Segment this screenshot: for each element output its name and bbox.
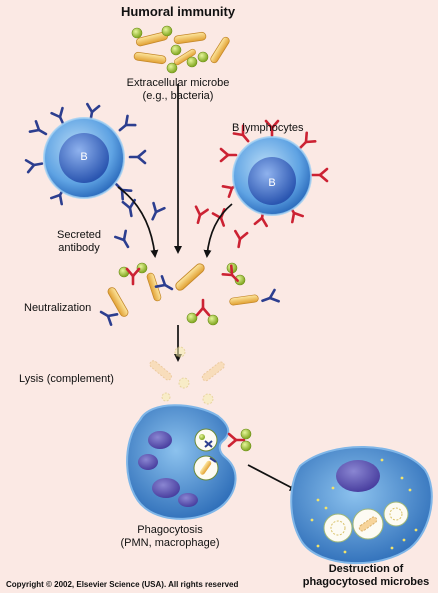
microbe-label-line2: (e.g., bacteria) bbox=[142, 90, 214, 102]
b-cell-letter-left: B bbox=[80, 151, 88, 163]
destruction-label: Destruction of phagocytosed microbes bbox=[296, 563, 436, 589]
b-lymphocyte-right bbox=[219, 119, 329, 228]
secreted-label-line1: Secreted bbox=[56, 229, 102, 241]
diagram-title: Humoral immunity bbox=[120, 4, 236, 19]
microbe-label-line1: Extracellular microbe bbox=[126, 77, 230, 89]
b-cell-letter-right: B bbox=[268, 177, 276, 189]
pathway-arrows bbox=[117, 84, 298, 491]
extracellular-microbes bbox=[131, 25, 232, 74]
neutralization-cluster bbox=[96, 261, 280, 326]
lysis-label: Lysis (complement) bbox=[19, 373, 114, 385]
phagocytosis-label: Phagocytosis (PMN, macrophage) bbox=[110, 524, 230, 550]
destruction-label-line2: phagocytosed microbes bbox=[302, 576, 430, 588]
neutralization-label: Neutralization bbox=[24, 302, 92, 314]
b-lymphocytes-label: B lymphocytes bbox=[232, 122, 304, 134]
secreted-label-line2: antibody bbox=[58, 242, 100, 254]
phagocyte bbox=[126, 404, 252, 520]
destroying-phagocyte bbox=[290, 446, 433, 564]
copyright-notice: Copyright © 2002, Elsevier Science (USA)… bbox=[6, 580, 239, 589]
phago-label-line2: (PMN, macrophage) bbox=[120, 537, 220, 549]
microbe-label: Extracellular microbe (e.g., bacteria) bbox=[100, 77, 256, 103]
b-lymphocyte-left bbox=[24, 102, 147, 206]
lysis-debris bbox=[149, 346, 225, 405]
destruction-label-line1: Destruction of bbox=[328, 563, 404, 575]
phago-label-line1: Phagocytosis bbox=[137, 524, 203, 536]
secreted-antibody-label: Secreted antibody bbox=[44, 229, 114, 255]
